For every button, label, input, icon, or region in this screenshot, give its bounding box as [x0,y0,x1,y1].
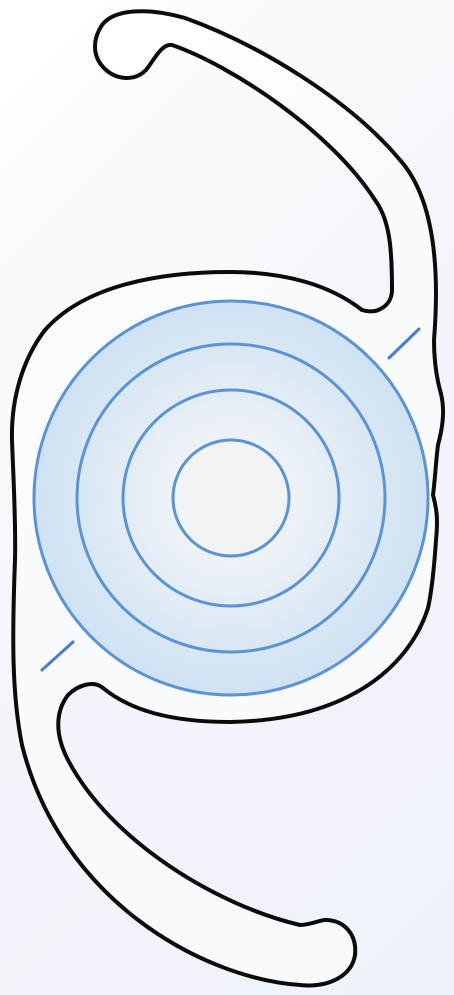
optic-ring-1 [173,440,289,556]
